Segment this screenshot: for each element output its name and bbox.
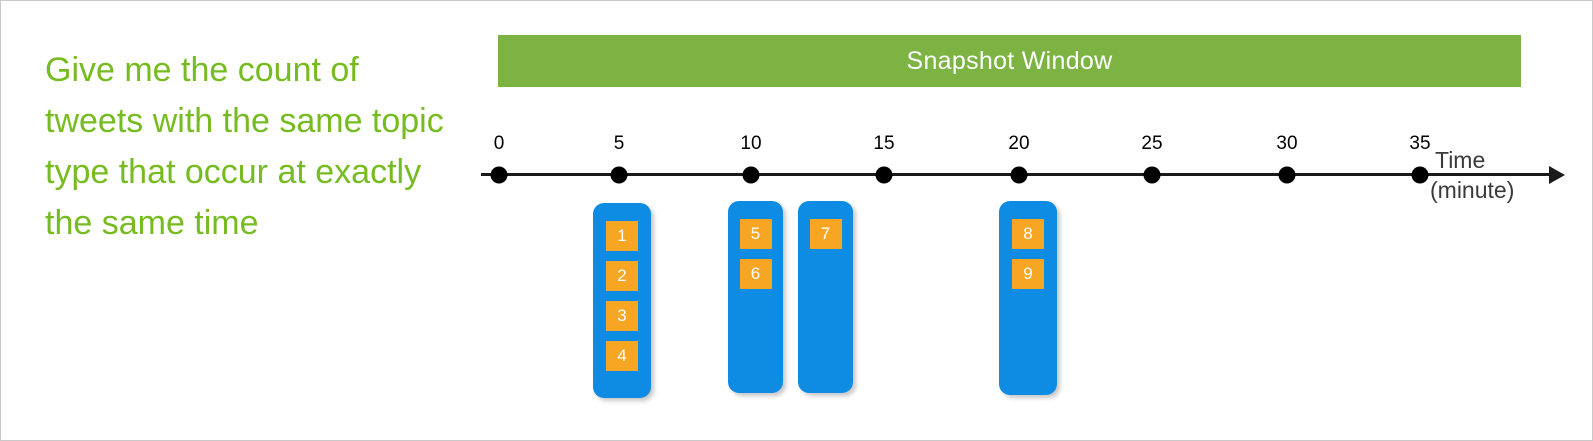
axis-tick-label-5: 5: [613, 133, 625, 154]
tweet-box[interactable]: 2: [606, 261, 638, 291]
axis-tick-label-10: 10: [740, 133, 762, 154]
axis-tick-dot-25: [1143, 166, 1161, 184]
tweet-box[interactable]: 4: [606, 341, 638, 371]
tweet-box[interactable]: 1: [606, 221, 638, 251]
caption-text: Give me the count of tweets with the sam…: [45, 51, 454, 242]
tweet-group[interactable]: 7: [798, 201, 853, 393]
tweet-box[interactable]: 8: [1012, 219, 1044, 249]
axis-line: [481, 173, 1556, 176]
axis-arrow-icon: [1549, 166, 1565, 184]
axis-tick-label-15: 15: [873, 133, 895, 154]
axis-tick-label-25: 25: [1141, 133, 1163, 154]
axis-tick-dot-15: [875, 166, 893, 184]
snapshot-window-label: Snapshot Window: [906, 46, 1113, 75]
snapshot-window-bar: Snapshot Window: [498, 35, 1521, 87]
axis-tick-dot-10: [742, 166, 760, 184]
axis-tick-label-35: 35: [1409, 133, 1431, 154]
tweet-box[interactable]: 9: [1012, 259, 1044, 289]
tweet-box[interactable]: 5: [739, 219, 772, 249]
axis-tick-label-0: 0: [493, 133, 505, 154]
tweet-box[interactable]: 6: [739, 259, 772, 289]
tweet-box[interactable]: 3: [606, 301, 638, 331]
tweet-box[interactable]: 7: [809, 219, 842, 249]
tweet-group[interactable]: 1 2 3 4: [593, 203, 651, 398]
axis-tick-dot-0: [490, 166, 508, 184]
axis-tick-dot-30: [1278, 166, 1296, 184]
axis-tick-dot-5: [610, 166, 628, 184]
axis-tick-label-30: 30: [1276, 133, 1298, 154]
axis-tick-label-20: 20: [1008, 133, 1030, 154]
axis-tick-dot-20: [1010, 166, 1028, 184]
axis-subtitle: (minute): [1430, 177, 1515, 203]
axis-title: Time: [1435, 147, 1486, 173]
axis-tick-dot-35: [1411, 166, 1429, 184]
